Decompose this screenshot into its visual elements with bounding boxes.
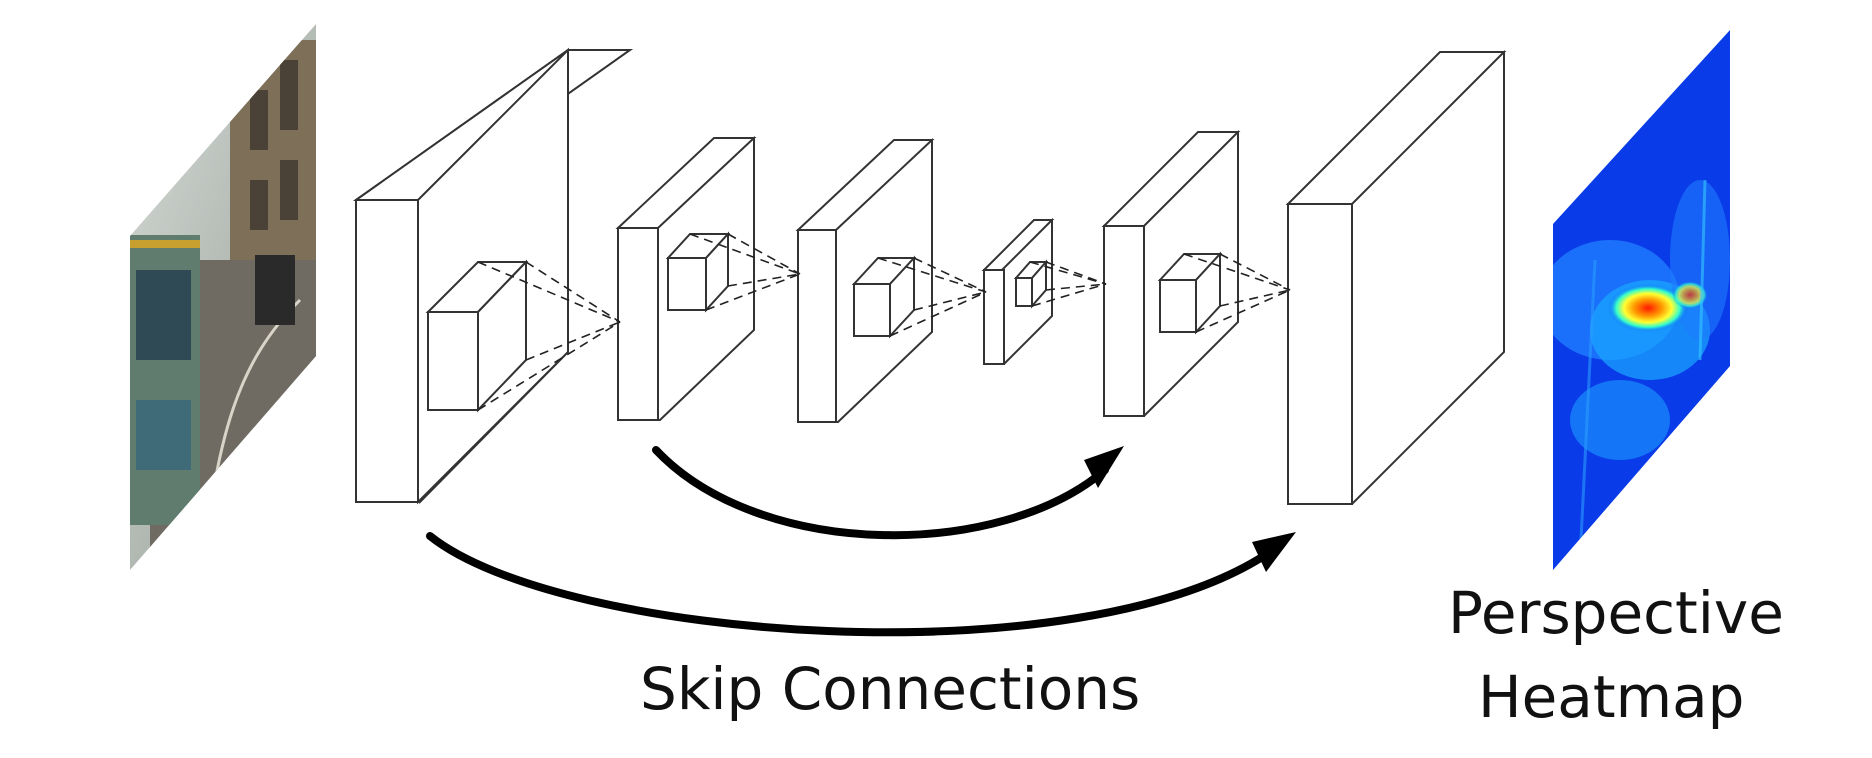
- heatmap-label-line2: Heatmap: [1478, 663, 1745, 731]
- projection-lines: [477, 233, 1291, 411]
- heatmap-image: [1553, 30, 1730, 570]
- skip-connections-label: Skip Connections: [640, 655, 1141, 723]
- skip-arrow-outer: [426, 532, 1296, 637]
- input-image: [130, 24, 316, 570]
- heatmap-label-line1: Perspective: [1448, 579, 1784, 647]
- skip-arrow-inner: [652, 446, 1124, 540]
- decoder-block-2: [1285, 50, 1507, 505]
- kernel-cube-1: [425, 259, 529, 413]
- kernel-cube-2: [665, 231, 731, 313]
